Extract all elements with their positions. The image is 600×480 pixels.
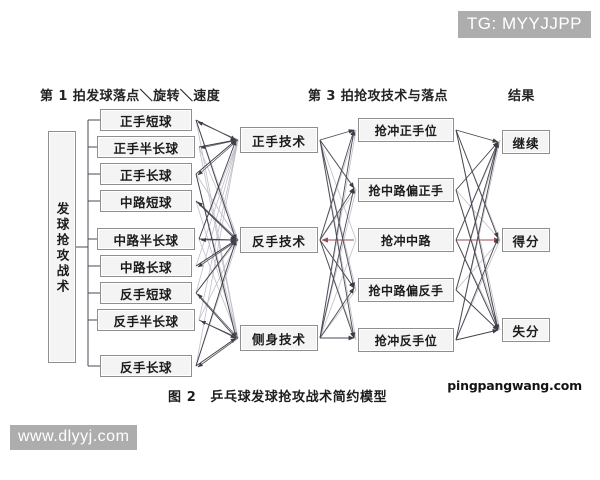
node-result-continue: 继续 (502, 130, 550, 154)
watermark-site-left: www.dlyyj.com (10, 425, 138, 450)
figure-caption-number: 图 2 (168, 390, 197, 405)
node-technique-pivot: 侧身技术 (240, 325, 318, 351)
node-serve-7: 反手短球 (100, 282, 192, 304)
node-serve-6: 中路长球 (100, 255, 192, 277)
node-attack-3: 抢冲中路 (358, 228, 454, 252)
node-root-tactic: 发球抢攻战术 (48, 131, 76, 363)
node-result-win: 得分 (502, 228, 550, 252)
node-serve-4: 中路短球 (100, 190, 192, 212)
column-header-serve: 第 1 拍发球落点＼旋转＼速度 (40, 89, 221, 104)
watermark-telegram: TG: MYYJJPP (457, 11, 591, 38)
node-technique-forehand: 正手技术 (240, 127, 318, 153)
node-attack-2: 抢中路偏正手 (358, 178, 454, 202)
figure-caption: 图 2 乒乓球发球抢攻战术简约模型 (168, 386, 387, 405)
node-serve-8: 反手半长球 (97, 309, 195, 331)
links-technique-to-attack (319, 129, 356, 341)
node-serve-1: 正手短球 (100, 109, 192, 131)
watermark-site-right: pingpangwang.com (447, 378, 582, 393)
column-header-attack: 第 3 拍抢攻技术与落点 (308, 89, 448, 104)
root-bracket-lines (76, 119, 100, 367)
figure-caption-text: 乒乓球发球抢攻战术简约模型 (210, 390, 388, 405)
node-attack-5: 抢冲反手位 (358, 328, 454, 352)
column-header-result: 结果 (508, 89, 535, 104)
node-attack-1: 抢冲正手位 (358, 118, 454, 142)
node-serve-9: 反手长球 (100, 355, 192, 377)
links-technique-to-serve (197, 121, 239, 368)
node-attack-4: 抢中路偏反手 (358, 278, 454, 302)
node-serve-2: 正手半长球 (97, 136, 195, 158)
node-serve-5: 中路半长球 (97, 228, 195, 250)
links-attack-to-result (455, 129, 500, 341)
node-technique-backhand: 反手技术 (240, 227, 318, 253)
node-serve-3: 正手长球 (100, 163, 192, 185)
node-result-lose: 失分 (502, 318, 550, 342)
